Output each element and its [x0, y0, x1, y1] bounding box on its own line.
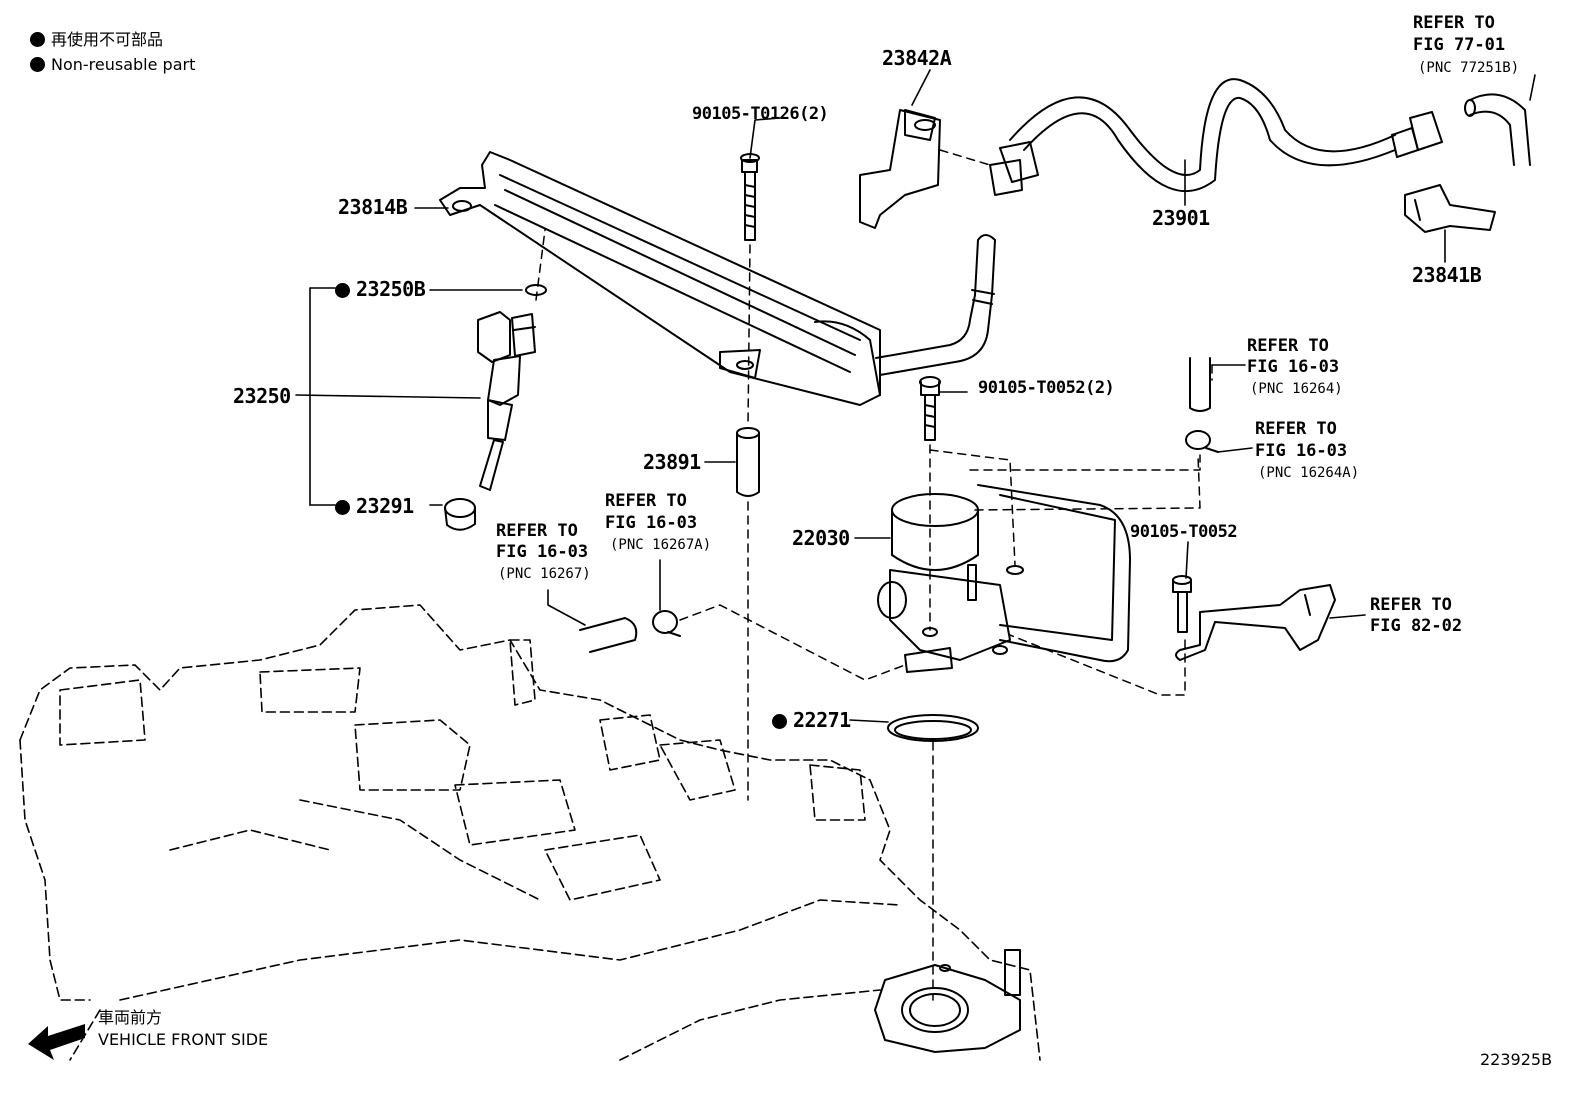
ref-77-line1: REFER TO [1413, 13, 1495, 33]
label-23901: 23901 [1152, 206, 1210, 230]
label-23814B: 23814B [338, 195, 408, 219]
non-reusable-dot-icon [335, 500, 350, 515]
ref-16267-line2: FIG 16-03 [496, 542, 589, 562]
ref-77-line2: FIG 77-01 [1413, 35, 1506, 55]
bolt-90105-T0052 [1172, 575, 1192, 633]
clamp-16267A [652, 610, 681, 637]
label-23250B-text: 23250B [356, 277, 426, 301]
legend-line-jp: 再使用不可部品 [30, 32, 163, 48]
manifold-flange [874, 949, 1021, 1053]
fuel-injector [444, 284, 547, 531]
ref-16267A-line2: FIG 16-03 [605, 513, 698, 533]
ref-82-line1: REFER TO [1370, 595, 1452, 615]
ref-16267-line1: REFER TO [496, 521, 578, 541]
hose-16264 [1189, 357, 1211, 412]
fuel-hose-23901 [989, 78, 1531, 196]
bolt-90105-T0126 [740, 153, 760, 241]
legend-text-jp: 再使用不可部品 [51, 30, 164, 49]
non-reusable-dot-icon [772, 714, 787, 729]
non-reusable-dot-icon [30, 57, 45, 72]
bolt-90105-T0052-2 [919, 376, 941, 441]
ref-16264-line1: REFER TO [1247, 336, 1329, 356]
front-label-en: VEHICLE FRONT SIDE [98, 1030, 269, 1049]
ref-77-pnc: (PNC 77251B) [1418, 60, 1520, 76]
bracket-fig-82-02 [1175, 584, 1336, 661]
ref-16267-pnc: (PNC 16267) [498, 566, 591, 582]
ref-16264A-line2: FIG 16-03 [1255, 441, 1348, 461]
ref-16267A-line1: REFER TO [605, 491, 687, 511]
ref-16264A-pnc: (PNC 16264A) [1258, 465, 1360, 481]
clamp-23842A [859, 109, 941, 229]
figure-id: 223925B [1480, 1050, 1553, 1069]
label-23842A: 23842A [882, 46, 952, 70]
intake-manifold-outline [19, 604, 1041, 1061]
label-23250B: 23250B [335, 277, 426, 301]
non-reusable-dot-icon [335, 283, 350, 298]
front-label-jp: 車両前方 [98, 1008, 163, 1027]
ref-16264-line2: FIG 16-03 [1247, 357, 1340, 377]
hose-16267 [579, 617, 638, 653]
label-22030: 22030 [792, 526, 850, 550]
leader-lines [295, 69, 1536, 723]
label-22271: 22271 [772, 710, 851, 730]
label-23291-text: 23291 [356, 494, 414, 518]
label-90105-T0052-2: 90105-T0052(2) [978, 378, 1115, 398]
clamp-16264A [1185, 430, 1219, 453]
ref-16264A-line1: REFER TO [1255, 419, 1337, 439]
label-90105-T0052: 90105-T0052 [1130, 522, 1238, 542]
non-reusable-dot-icon [30, 32, 45, 47]
dashed-guides [535, 149, 1213, 1001]
legend-text-en: Non-reusable part [51, 55, 196, 74]
ref-16264-pnc: (PNC 16264) [1250, 381, 1343, 397]
gasket-22271 [887, 714, 979, 742]
label-23841B: 23841B [1412, 263, 1482, 287]
throttle-body-22030 [877, 484, 1131, 673]
label-22271-text: 22271 [793, 708, 851, 732]
label-23891: 23891 [643, 450, 701, 474]
legend-line-en: Non-reusable part [30, 57, 195, 73]
ref-16267A-pnc: (PNC 16267A) [610, 537, 712, 553]
spacer-23891 [736, 427, 760, 497]
clamp-23841B [1404, 184, 1496, 233]
label-90105-T0126: 90105-T0126(2) [692, 104, 829, 124]
fuel-delivery-rail [439, 151, 996, 406]
label-23250: 23250 [233, 384, 291, 408]
label-23291: 23291 [335, 496, 414, 516]
ref-82-line2: FIG 82-02 [1370, 616, 1463, 636]
front-arrow-icon [28, 1024, 85, 1060]
